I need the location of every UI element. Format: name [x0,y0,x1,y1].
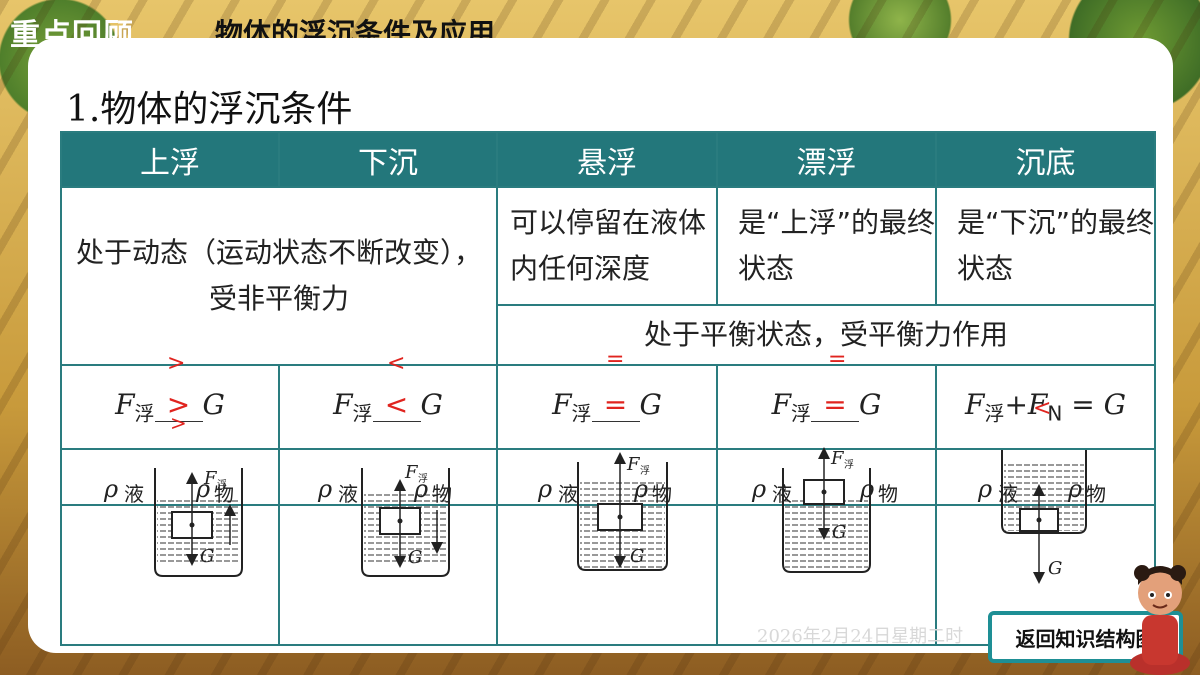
svg-text:液: 液 [124,482,144,506]
label-G-float: G [832,522,846,543]
formula-bottom: F浮+FN< = G [935,364,1156,450]
beaker-sink-diagram [361,468,450,577]
section-title: 1.物体的浮沉条件 [66,89,353,130]
balance-cell: 处于平衡状态，受平衡力作用 = = [496,304,1156,372]
svg-text:ρ: ρ [977,475,992,503]
svg-text:物: 物 [878,482,898,506]
answer-float: = [828,347,847,372]
formula-answer-suspend: = [603,387,628,421]
svg-text:ρ: ρ [537,475,552,503]
svg-text:ρ: ρ [633,475,648,503]
formula-rise: F浮>G [60,364,280,450]
float-cell: 是“上浮”的最终状态 [716,186,937,306]
label-F-rise: F [203,468,218,489]
date-watermark: 2026年2月24日星期二时 [757,626,964,647]
svg-text:物: 物 [214,482,234,506]
formula-answer-rise: > [166,387,191,421]
answer-suspend: = [606,347,625,372]
label-F-float: F [830,448,845,469]
formula-suspend: F浮=G [496,364,718,450]
formula-answer-sink: < [384,387,409,421]
answer-sink: < [387,351,406,376]
svg-text:液: 液 [338,482,358,506]
header-bottom: 沉底 [935,131,1156,188]
header-float: 漂浮 [716,131,937,188]
svg-text:物: 物 [652,482,672,506]
svg-text:ρ: ρ [317,475,332,503]
svg-text:物: 物 [432,482,452,506]
svg-text:ρ: ρ [859,475,874,503]
answer-rise: > [167,351,186,376]
balance-text: 处于平衡状态，受平衡力作用 [643,318,1008,351]
suspend-text: 可以停留在液体内任何深度 [510,206,707,285]
label-G-rise: G [200,546,214,567]
beaker-suspend-diagram [577,452,668,571]
svg-text:ρ: ρ [1067,475,1082,503]
label-G-suspend: G [630,546,644,567]
beaker-float-diagram [782,447,871,573]
suspend-cell: 可以停留在液体内任何深度 [496,186,718,306]
beaker-rise-diagram [154,468,243,577]
bottom-text: 是“下沉”的最终状态 [957,206,1155,285]
label-buoy-rise: 浮 [217,479,227,491]
svg-text:ρ: ρ [751,475,766,503]
label-F-suspend: F [626,454,641,475]
svg-text:液: 液 [998,482,1018,506]
label-buoy-sink: 浮 [418,473,428,485]
svg-text:ρ: ρ [195,475,210,503]
mascot-character-icon [1130,565,1190,675]
label-F-sink: F [404,462,419,483]
svg-text:液: 液 [772,482,792,506]
svg-text:物: 物 [1086,482,1106,506]
formula-answer-bottom: < [1033,395,1052,421]
svg-text:>: > [170,411,187,435]
label-buoy-suspend: 浮 [640,465,650,477]
formula-float: F浮=G [716,364,937,450]
beaker-bottom-diagram [1001,450,1087,584]
header-sink: 下沉 [278,131,498,188]
label-G-bottom: G [1048,558,1062,579]
svg-text:ρ: ρ [413,475,428,503]
header-rise: 上浮 [60,131,280,188]
label-G-sink: G [408,547,422,568]
dynamic-state-text: 处于动态（运动状态不断改变），受非平衡力 [76,236,483,315]
bottom-cell: 是“下沉”的最终状态 [935,186,1156,306]
label-buoy-float: 浮 [844,459,854,471]
float-text: 是“上浮”的最终状态 [738,206,936,285]
float-sink-table: 上浮 下沉 悬浮 漂浮 沉底 处于动态（运动状态不断改变），受非平衡力 > < … [60,131,1156,646]
dynamic-state-cell: 处于动态（运动状态不断改变），受非平衡力 > < [60,186,498,376]
formula-sink: F浮<G [278,364,498,450]
svg-text:液: 液 [558,482,578,506]
svg-text:ρ: ρ [103,475,118,503]
header-suspend: 悬浮 [496,131,718,188]
formula-answer-float: = [823,387,847,421]
